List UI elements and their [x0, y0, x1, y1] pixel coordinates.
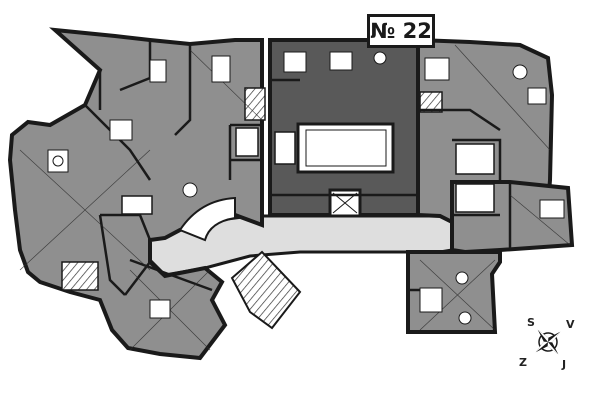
apartment-number-badge: № 22 — [367, 14, 435, 48]
main-staircase — [230, 250, 302, 330]
stairs-left — [61, 261, 99, 291]
apartment-number-label: № 22 — [370, 19, 432, 43]
stairs-right — [419, 91, 443, 113]
compass-label-west: Z — [519, 356, 527, 369]
curved-hall — [178, 196, 236, 242]
furniture — [47, 51, 565, 325]
compass-label-north: S — [527, 316, 535, 329]
bathroom-center — [235, 127, 259, 157]
interior-walls — [84, 40, 512, 296]
compass-rose-icon — [535, 329, 561, 355]
stairs-upper — [244, 87, 266, 121]
bathroom-left — [121, 195, 153, 215]
bathroom-apartment-22 — [274, 131, 296, 165]
bathroom-right-1 — [455, 143, 495, 175]
courtyard — [296, 122, 395, 174]
compass-label-south: J — [562, 358, 567, 371]
bathroom-right-2 — [455, 183, 495, 213]
compass-label-east: V — [566, 318, 575, 331]
